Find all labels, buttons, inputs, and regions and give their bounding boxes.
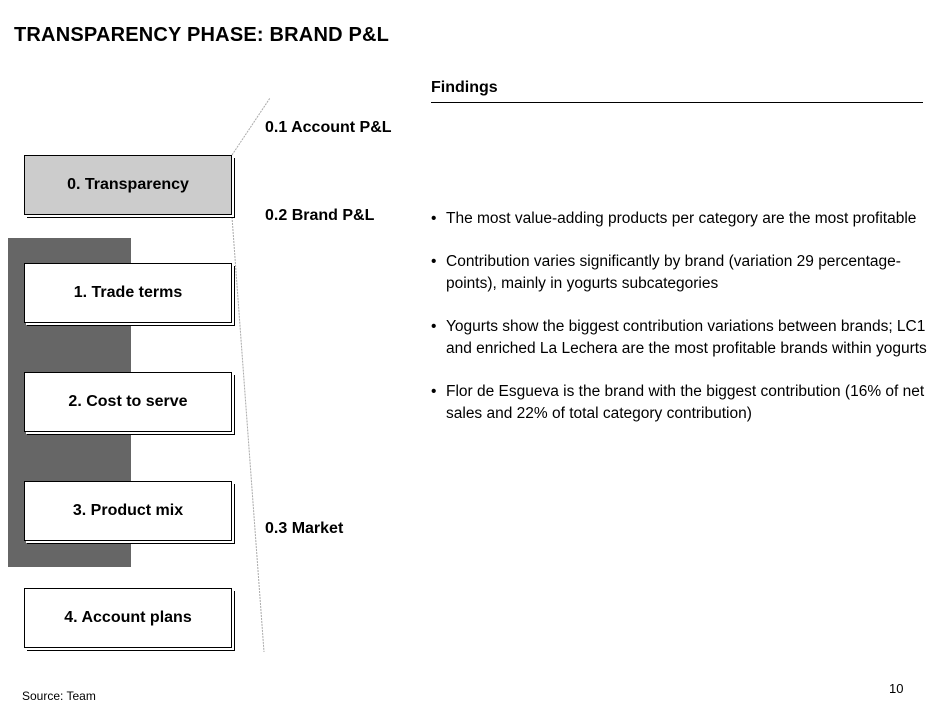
bullet-icon: • xyxy=(431,318,437,335)
step-transparency[interactable]: 0. Transparency xyxy=(24,155,232,215)
finding-text: The most value-adding products per categ… xyxy=(446,210,917,227)
finding-text: Flor de Esgueva is the brand with the bi… xyxy=(446,383,925,422)
findings-list: • The most value-adding products per cat… xyxy=(431,208,931,446)
step-trade-terms[interactable]: 1. Trade terms xyxy=(24,263,232,323)
source-note: Source: Team xyxy=(22,689,96,703)
step-cost-to-serve[interactable]: 2. Cost to serve xyxy=(24,372,232,432)
findings-divider xyxy=(431,102,923,103)
subsection-account-pl: 0.1 Account P&L xyxy=(265,119,392,136)
finding-item: • The most value-adding products per cat… xyxy=(431,208,931,230)
finding-item: • Yogurts show the biggest contribution … xyxy=(431,316,931,360)
finding-item: • Contribution varies significantly by b… xyxy=(431,251,931,295)
bullet-icon: • xyxy=(431,253,437,270)
step-account-plans[interactable]: 4. Account plans xyxy=(24,588,232,648)
page-number: 10 xyxy=(889,681,904,696)
finding-item: • Flor de Esgueva is the brand with the … xyxy=(431,381,931,425)
step-product-mix[interactable]: 3. Product mix xyxy=(24,481,232,541)
bullet-icon: • xyxy=(431,383,437,400)
finding-text: Yogurts show the biggest contribution va… xyxy=(446,318,927,357)
findings-header: Findings xyxy=(431,79,498,96)
subsection-brand-pl: 0.2 Brand P&L xyxy=(265,207,375,224)
bullet-icon: • xyxy=(431,210,437,227)
subsection-market: 0.3 Market xyxy=(265,520,344,537)
finding-text: Contribution varies significantly by bra… xyxy=(446,253,901,292)
page-title: TRANSPARENCY PHASE: BRAND P&L xyxy=(14,24,390,46)
